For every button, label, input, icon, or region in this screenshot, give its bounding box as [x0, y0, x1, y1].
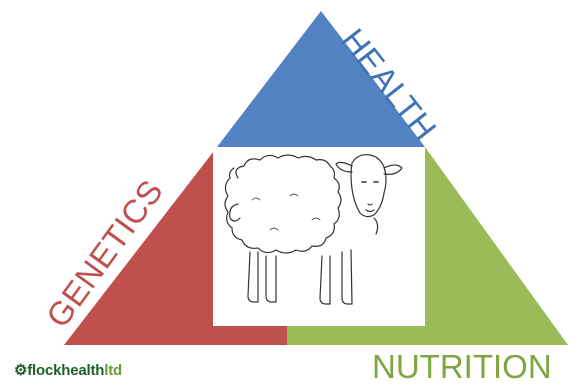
nutrition-label: NUTRITION — [372, 348, 552, 384]
health-segment — [217, 11, 425, 147]
logo-name: flockhealth — [27, 362, 105, 379]
genetics-segment — [64, 147, 287, 345]
logo-mark-icon: ⚙ — [14, 362, 28, 379]
sheep-drawing — [224, 154, 403, 305]
logo-suffix: ltd — [104, 362, 122, 379]
flockhealth-logo: ⚙flockhealthltd — [14, 361, 122, 379]
nutrition-segment — [287, 147, 568, 345]
